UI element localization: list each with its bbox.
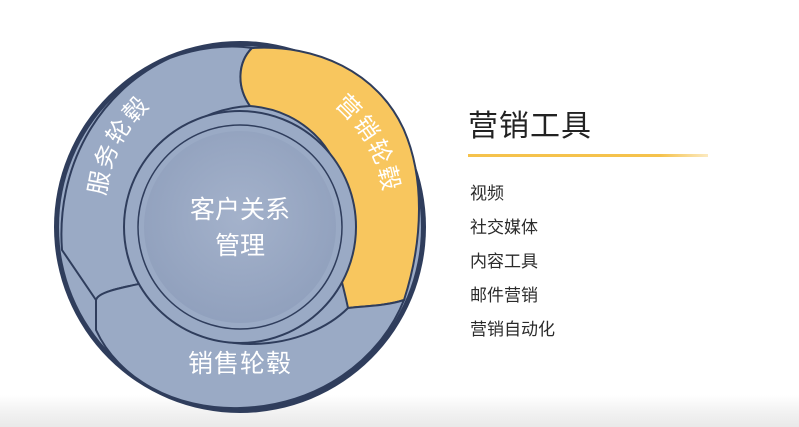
tool-item: 邮件营销 xyxy=(470,286,538,306)
center-label-line-2: 管理 xyxy=(215,231,265,260)
crm-flywheel-diagram: 客户关系 管理 服务轮毂 营销轮毂 销售轮毂 xyxy=(54,41,426,413)
sales-segment-label: 销售轮毂 xyxy=(188,349,292,378)
center-label-line-1: 客户关系 xyxy=(190,195,290,224)
hub-inner-ring xyxy=(137,124,343,330)
hub-center xyxy=(144,131,336,323)
title-underline xyxy=(468,154,708,157)
tools-list: 视频 社交媒体 内容工具 邮件营销 营销自动化 xyxy=(470,177,728,347)
marketing-segment xyxy=(239,46,420,310)
tool-item: 视频 xyxy=(470,184,504,204)
marketing-tools-panel: 营销工具 视频 社交媒体 内容工具 邮件营销 营销自动化 xyxy=(468,108,728,347)
panel-title: 营销工具 xyxy=(468,109,592,144)
tool-item: 社交媒体 xyxy=(470,218,538,238)
tool-item: 内容工具 xyxy=(470,252,538,272)
tool-item: 营销自动化 xyxy=(470,320,555,340)
